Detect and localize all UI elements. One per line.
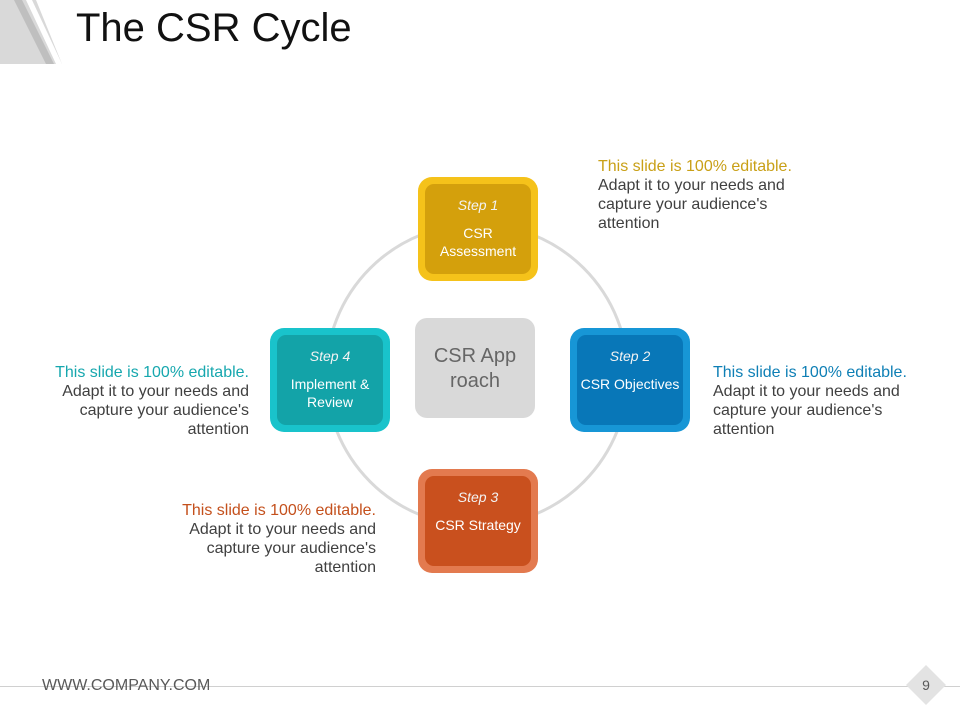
note-step-3-body: Adapt it to your needs and capture your … <box>189 521 376 576</box>
step-2-name: CSR Objectives <box>580 376 680 392</box>
slide-title: The CSR Cycle <box>76 6 352 50</box>
step-4-label: Step 4 <box>309 348 351 364</box>
note-step-3: This slide is 100% editable. Adapt it to… <box>156 501 376 577</box>
step-2-label: Step 2 <box>609 348 651 364</box>
corner-decoration <box>0 0 62 64</box>
step-3-box: Step 3 CSR Strategy <box>418 469 538 573</box>
note-step-1: This slide is 100% editable. Adapt it to… <box>598 157 818 233</box>
note-step-4-highlight: This slide is 100% editable. <box>55 364 249 381</box>
step-1-label: Step 1 <box>457 197 499 213</box>
note-step-2-highlight: This slide is 100% editable. <box>713 364 907 381</box>
footer-divider <box>0 686 960 687</box>
step-2-box: Step 2 CSR Objectives <box>570 328 690 432</box>
page-number-badge <box>906 665 946 705</box>
step-3-name: CSR Strategy <box>435 517 521 533</box>
note-step-4: This slide is 100% editable. Adapt it to… <box>29 363 249 439</box>
step-4-name: Implement & Review <box>290 376 370 410</box>
note-step-3-highlight: This slide is 100% editable. <box>182 502 376 519</box>
page-number: 9 <box>922 677 930 693</box>
note-step-1-highlight: This slide is 100% editable. <box>598 158 792 175</box>
step-3-label: Step 3 <box>457 489 499 505</box>
note-step-2: This slide is 100% editable. Adapt it to… <box>713 363 933 439</box>
step-1-name: CSR Assessment <box>439 225 517 259</box>
note-step-4-body: Adapt it to your needs and capture your … <box>62 383 249 438</box>
step-4-box: Step 4 Implement & Review <box>270 328 390 432</box>
step-1-box: Step 1 CSR Assessment <box>418 177 538 281</box>
footer-url: WWW.COMPANY.COM <box>42 677 211 694</box>
note-step-1-body: Adapt it to your needs and capture your … <box>598 177 785 232</box>
note-step-2-body: Adapt it to your needs and capture your … <box>713 383 900 438</box>
center-approach-box: CSR Approach <box>415 318 535 418</box>
